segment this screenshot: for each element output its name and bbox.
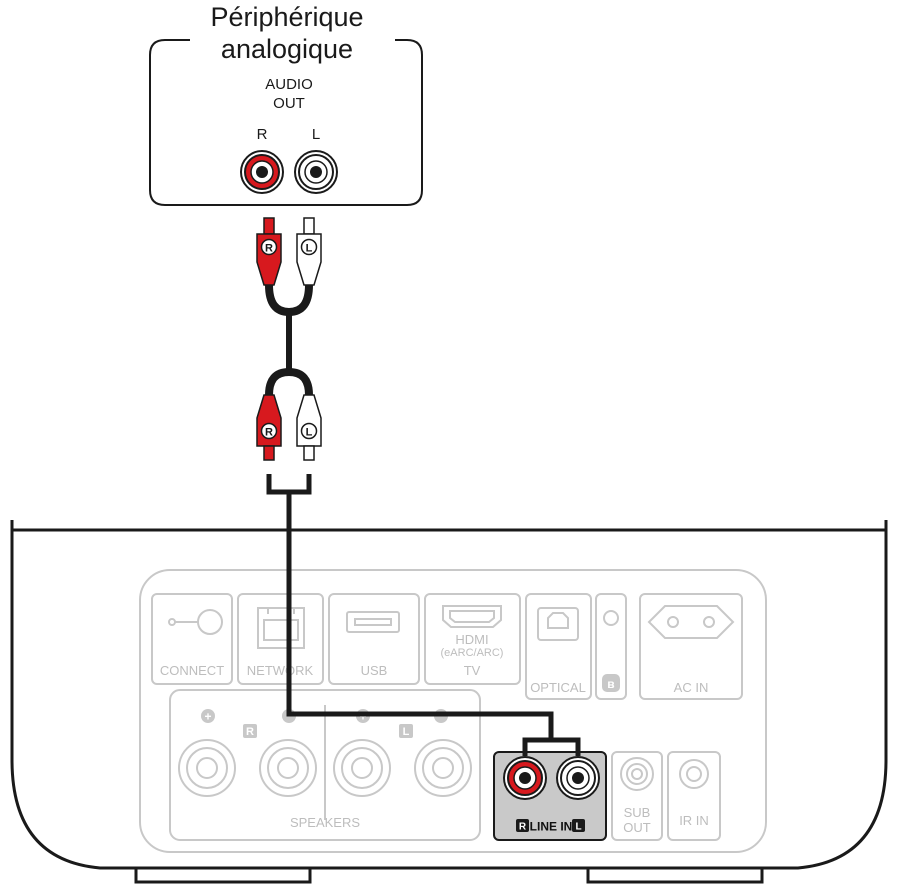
sub-out-label-line1: SUB [624,805,651,820]
rca-cable: R L R L [256,217,322,461]
plug-bottom-right-label: R [265,427,273,439]
plug-bottom-left: L [296,394,322,461]
speaker-r-badge: R [246,726,254,738]
plus-icon-r: + [204,710,211,724]
cable-wire-bottom-split [265,367,313,396]
ir-in-section [667,751,721,841]
line-in-jack-right [503,756,547,800]
line-in-r-badge: R [519,822,527,833]
audio-out-label-line2: OUT [273,95,305,112]
device-title-line2: analogique [221,34,353,64]
panel-labels: CONNECT NETWORK USB HDMI (eARC/ARC) TV O… [160,632,709,835]
line-in-jack-left [556,756,600,800]
ir-in-label: IR IN [679,813,709,828]
connector-panel [139,569,767,853]
sub-out-label-line2: OUT [623,820,651,835]
ac-in-section [639,593,743,700]
optical-label: OPTICAL [530,680,586,695]
speaker-terminal-l-plus [333,739,391,797]
plug-bracket [266,474,312,495]
plug-top-left-label: L [306,243,313,255]
connect-label: CONNECT [160,663,224,678]
ac-in-label: AC IN [674,680,709,695]
usb-section [328,593,420,685]
analog-device: Périphérique analogique AUDIO OUT R L [149,2,423,206]
bluetooth-icon: ʙ [607,677,614,691]
speaker-terminal-r-minus [259,739,317,797]
hdmi-label-line2: (eARC/ARC) [441,647,504,659]
sub-out-section [611,751,663,841]
soundbar-outline [10,520,888,870]
device-jack-right [240,150,284,194]
speakers-label: SPEAKERS [290,815,360,830]
optical-section [525,593,592,700]
line-in-section: R LINE IN L [493,751,607,841]
speaker-terminal-r-plus [178,739,236,797]
line-in-label: LINE IN [530,820,573,834]
line-in-l-badge: L [575,822,581,833]
soundbar-body [10,520,888,884]
plug-bottom-right: R [256,394,282,461]
plug-top-left: L [296,217,322,286]
usb-label: USB [361,663,388,678]
device-title-line1: Périphérique [210,2,363,32]
hdmi-section [424,593,521,685]
wire-fork [522,737,581,756]
speaker-l-badge: L [403,726,410,738]
network-section [237,593,324,685]
speakers-section [169,689,481,841]
soundbar-foot-left [134,868,312,884]
connection-wire [266,474,581,756]
speaker-terminal-l-minus [414,739,472,797]
network-label: NETWORK [247,663,314,678]
hdmi-label-line1: HDMI [455,632,488,647]
jack-label-right: R [257,126,268,143]
bluetooth-section [595,593,627,700]
plug-top-right-label: R [265,243,273,255]
audio-out-label-line1: AUDIO [265,76,313,93]
plug-bottom-left-label: L [306,427,313,439]
connect-section [151,593,233,685]
wire-route [286,492,554,740]
tv-label: TV [464,663,481,678]
device-jack-left [294,150,338,194]
device-box-outline [149,39,423,206]
plug-top-right: R [256,217,282,286]
jack-label-left: L [312,126,320,143]
soundbar-foot-right [586,868,764,884]
connector-panel-frame [139,569,767,853]
